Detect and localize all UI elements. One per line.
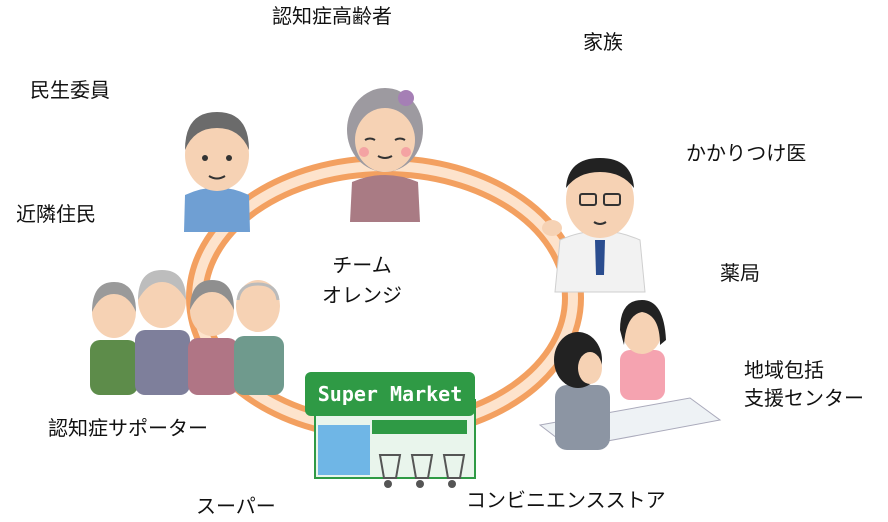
label-family: 家族 xyxy=(583,30,623,54)
supermarket-illustration xyxy=(305,372,476,488)
welfare-commissioner-illustration xyxy=(184,112,250,232)
center-label-line2: オレンジ xyxy=(322,283,402,307)
label-dementia-supporter: 認知症サポーター xyxy=(48,416,208,440)
center-label-line1: チーム xyxy=(332,253,392,277)
store-sign: Super Market xyxy=(317,382,463,406)
label-family-doctor: かかりつけ医 xyxy=(686,141,807,165)
label-neighbors: 近隣住民 xyxy=(16,202,96,226)
label-pharmacy: 薬局 xyxy=(720,261,760,285)
elderly-woman-illustration xyxy=(347,88,423,222)
label-welfare-commissioner: 民生委員 xyxy=(30,78,110,102)
label-support-center-line2: 支援センター xyxy=(744,386,864,410)
dementia-supporters-illustration xyxy=(90,270,284,395)
doctor-illustration xyxy=(542,158,646,293)
label-elderly: 認知症高齢者 xyxy=(272,4,392,28)
center-label: チーム オレンジ xyxy=(300,250,424,310)
support-center-illustration xyxy=(538,300,722,450)
label-convenience-store: コンビニエンスストア xyxy=(466,488,666,512)
label-support-center-line1: 地域包括 xyxy=(744,358,824,382)
label-supermarket: スーパー xyxy=(196,494,276,518)
